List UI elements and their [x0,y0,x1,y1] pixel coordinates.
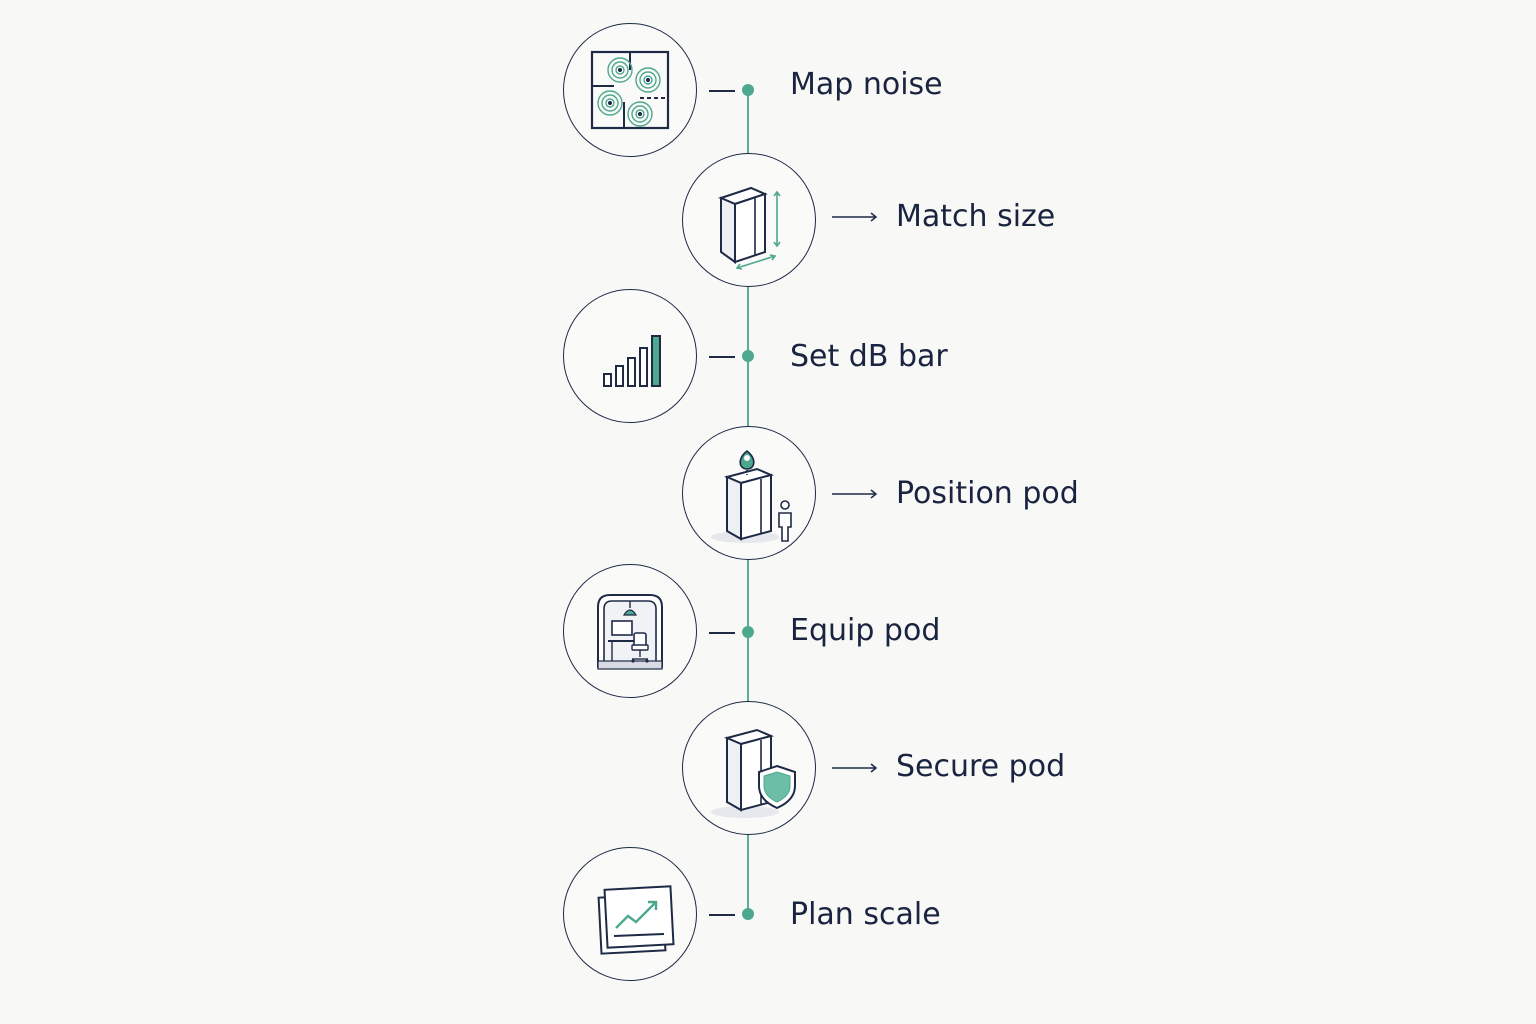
timeline-node [742,626,754,638]
timeline-node [742,84,754,96]
timeline-node [742,350,754,362]
pod-shield-icon [682,701,816,835]
floorplan-noise-icon [563,23,697,157]
step-label: Set dB bar [790,339,948,374]
step-label: Position pod [896,476,1079,511]
step-label: Secure pod [896,749,1066,784]
arrow-right-icon [832,489,878,499]
step-label: Match size [896,199,1056,234]
connector-line [709,356,735,358]
connector-line [709,914,735,916]
connector-line [709,90,735,92]
decibel-bars-icon [563,289,697,423]
growth-chart-icon [563,847,697,981]
timeline-node [742,908,754,920]
step-label: Map noise [790,67,943,102]
arrow-right-icon [832,212,878,222]
step-label: Plan scale [790,897,941,932]
connector-line [709,632,735,634]
step-label: Equip pod [790,613,941,648]
pod-location-pin-icon [682,426,816,560]
pod-dimensions-icon [682,153,816,287]
pod-interior-desk-icon [563,564,697,698]
arrow-right-icon [832,763,878,773]
